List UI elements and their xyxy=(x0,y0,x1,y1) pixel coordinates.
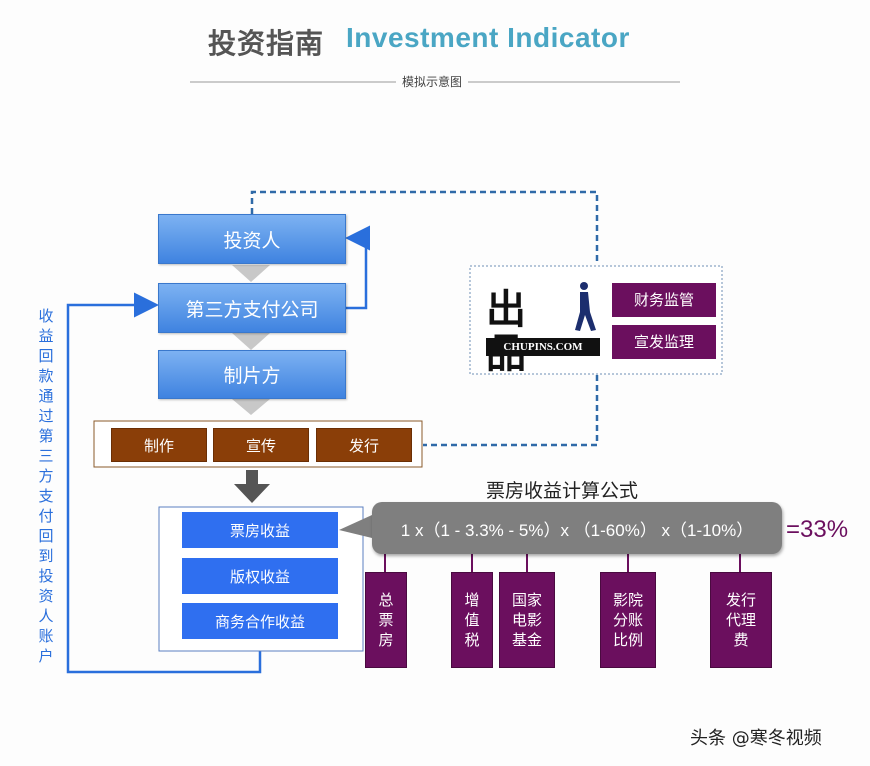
factor-distribution-fee: 发行代理费 xyxy=(710,572,772,668)
factor-film-fund: 国家电影基金 xyxy=(499,572,555,668)
supervision-dashed-top xyxy=(250,190,599,265)
formula-pointer xyxy=(339,515,372,538)
return-arrow xyxy=(66,292,262,674)
flow-arrow-2 xyxy=(232,333,270,350)
payment-company-box: 第三方支付公司 xyxy=(158,283,346,333)
page-title-en: Investment Indicator xyxy=(346,22,630,53)
formula-title: 票房收益计算公式 xyxy=(486,480,639,502)
copyright-revenue: 版权收益 xyxy=(182,558,338,594)
stage-production: 制作 xyxy=(111,428,207,462)
flow-arrow-3 xyxy=(232,399,270,415)
chupin-logo-domain: CHUPINS.COM xyxy=(486,338,600,356)
walking-man-icon xyxy=(575,282,596,331)
factor-cinema-share: 影院分账比例 xyxy=(600,572,656,668)
business-cooperation-revenue: 商务合作收益 xyxy=(182,603,338,639)
formula-expression: 1 x（1 - 3.3% - 5%）x （1-60%） x（1-10%） xyxy=(372,502,782,554)
page-title-cn: 投资指南 xyxy=(208,27,325,60)
factor-vat: 增值税 xyxy=(451,572,493,668)
chupin-logo-text: 出品 xyxy=(486,286,526,376)
flow-arrow-down-dark xyxy=(234,470,270,503)
factor-total-box-office: 总票房 xyxy=(365,572,407,668)
box-office-revenue: 票房收益 xyxy=(182,512,338,548)
supervision-dashed-bottom xyxy=(423,375,599,447)
subtitle: 模拟示意图 xyxy=(396,73,469,90)
producer-box: 制片方 xyxy=(158,350,346,399)
financial-supervision-box: 财务监管 xyxy=(612,283,716,317)
release-supervision-box: 宣发监理 xyxy=(612,325,716,359)
stage-promotion: 宣传 xyxy=(213,428,309,462)
watermark: 头条 @寒冬视频 xyxy=(690,728,822,749)
investor-box: 投资人 xyxy=(158,214,346,264)
return-label: 收益回款通过第三方支付回到投资人账户 xyxy=(38,307,54,665)
stage-distribution: 发行 xyxy=(316,428,412,462)
formula-result: =33% xyxy=(786,516,849,543)
flow-arrow-1 xyxy=(232,265,270,282)
loop-arrow xyxy=(345,225,370,310)
